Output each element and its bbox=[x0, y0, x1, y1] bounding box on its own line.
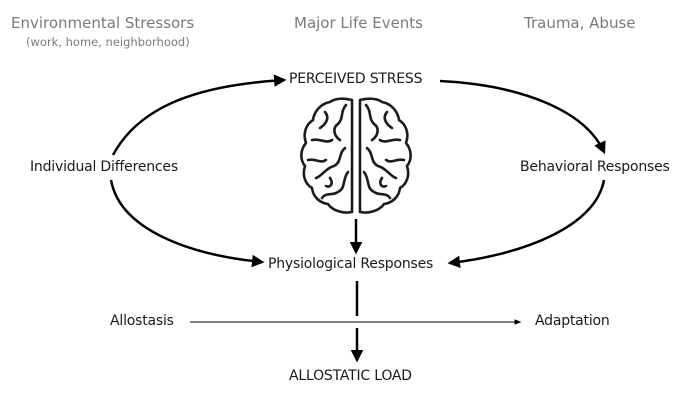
arrow-individual-to-perceived bbox=[111, 74, 287, 156]
node-individual-differences: Individual Differences bbox=[30, 159, 178, 175]
node-perceived-stress: PERCEIVED STRESS bbox=[289, 71, 423, 87]
arrow-behavioral-to-physiological bbox=[447, 179, 606, 269]
node-behavioral-responses: Behavioral Responses bbox=[520, 159, 670, 175]
stressor-environmental: Environmental Stressors bbox=[11, 14, 195, 32]
stressor-environmental-subtitle: (work, home, neighborhood) bbox=[26, 35, 190, 49]
node-allostatic-load: ALLOSTATIC LOAD bbox=[289, 368, 412, 384]
brain-icon bbox=[300, 97, 412, 214]
node-allostasis: Allostasis bbox=[110, 313, 174, 329]
stressor-major-life-events: Major Life Events bbox=[294, 14, 424, 32]
node-adaptation: Adaptation bbox=[535, 313, 610, 329]
arrow-individual-to-physiological bbox=[109, 179, 265, 268]
stressor-trauma-abuse: Trauma, Abuse bbox=[524, 14, 636, 32]
node-physiological-responses: Physiological Responses bbox=[268, 256, 434, 272]
arrow-perceived-to-behavioral bbox=[439, 79, 606, 155]
